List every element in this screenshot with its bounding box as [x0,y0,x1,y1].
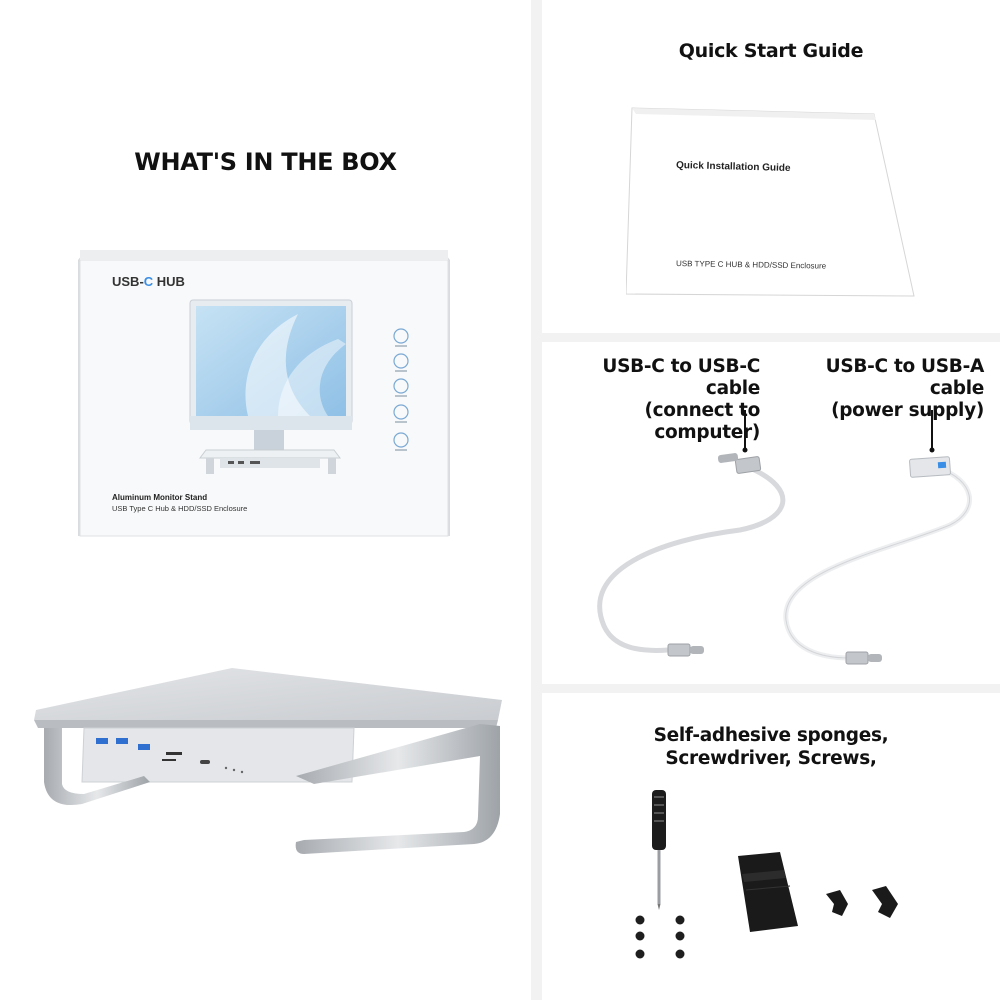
feature-icon-4 [393,404,409,420]
usb-c-plug-bottom [667,643,691,657]
aluminum-stand-image [34,668,502,854]
usb-port-2 [116,738,128,744]
accessories-heading-line2: Screwdriver, Screws, [665,748,877,769]
feature-icon-1 [393,328,409,344]
usb-a-cable-c-plug [845,651,869,665]
box-product-line2: USB Type C Hub & HDD/SSD Enclosure [112,504,247,513]
box-brand: USB-C HUB [112,274,185,289]
usb-c-cable-label-line1: USB-C to USB-C cable [602,356,760,399]
usb-c-cable-label: USB-C to USB-C cable (connect to compute… [548,356,760,444]
feature-icon-2 [393,353,409,369]
usb-c-cable [597,465,786,653]
bracket-left [826,890,848,916]
accessories-image [635,790,898,959]
booklet-subtitle: USB TYPE C HUB & HDD/SSD Enclosure [676,259,827,271]
sd-slot [166,752,182,755]
vertical-divider [531,0,542,1000]
product-box-image: USB-C HUB Aluminum Monitor Stand USB Typ… [78,250,450,537]
usb-port-3 [138,744,150,750]
sponges [738,852,798,932]
tf-slot [162,759,176,761]
booklet-title: Quick Installation Guide [676,160,791,174]
horizontal-divider-bottom [542,684,1000,693]
bracket-right [872,886,898,918]
usb-port-1 [96,738,108,744]
horizontal-divider-top [542,333,1000,342]
box-heading: WHAT'S IN THE BOX [134,148,397,176]
guide-heading: Quick Start Guide [678,40,864,62]
accessories-heading: Self-adhesive sponges, Screwdriver, Scre… [542,724,1000,770]
screwdriver [652,790,666,910]
feature-icon-5 [393,432,409,448]
box-product-line1: Aluminum Monitor Stand [112,493,207,502]
usb-a-cable-label-line1: USB-C to USB-A cable [825,356,985,399]
usb-c-cable-label-line2: (connect to computer) [644,400,760,443]
screws [635,915,685,959]
usb-a-cable-label-line2: (power supply) [831,400,984,421]
cables-image [597,410,972,665]
usb-a-plug [909,456,951,478]
guide-booklet-image: Quick Installation Guide USB TYPE C HUB … [626,107,915,297]
usb-c-port [200,760,210,764]
usb-a-cable [783,465,972,661]
usb-a-cable-label: USB-C to USB-A cable (power supply) [770,356,985,422]
usb-c-plug-top [734,456,762,474]
feature-icon-3 [393,378,409,394]
accessories-heading-line1: Self-adhesive sponges, [653,725,889,746]
